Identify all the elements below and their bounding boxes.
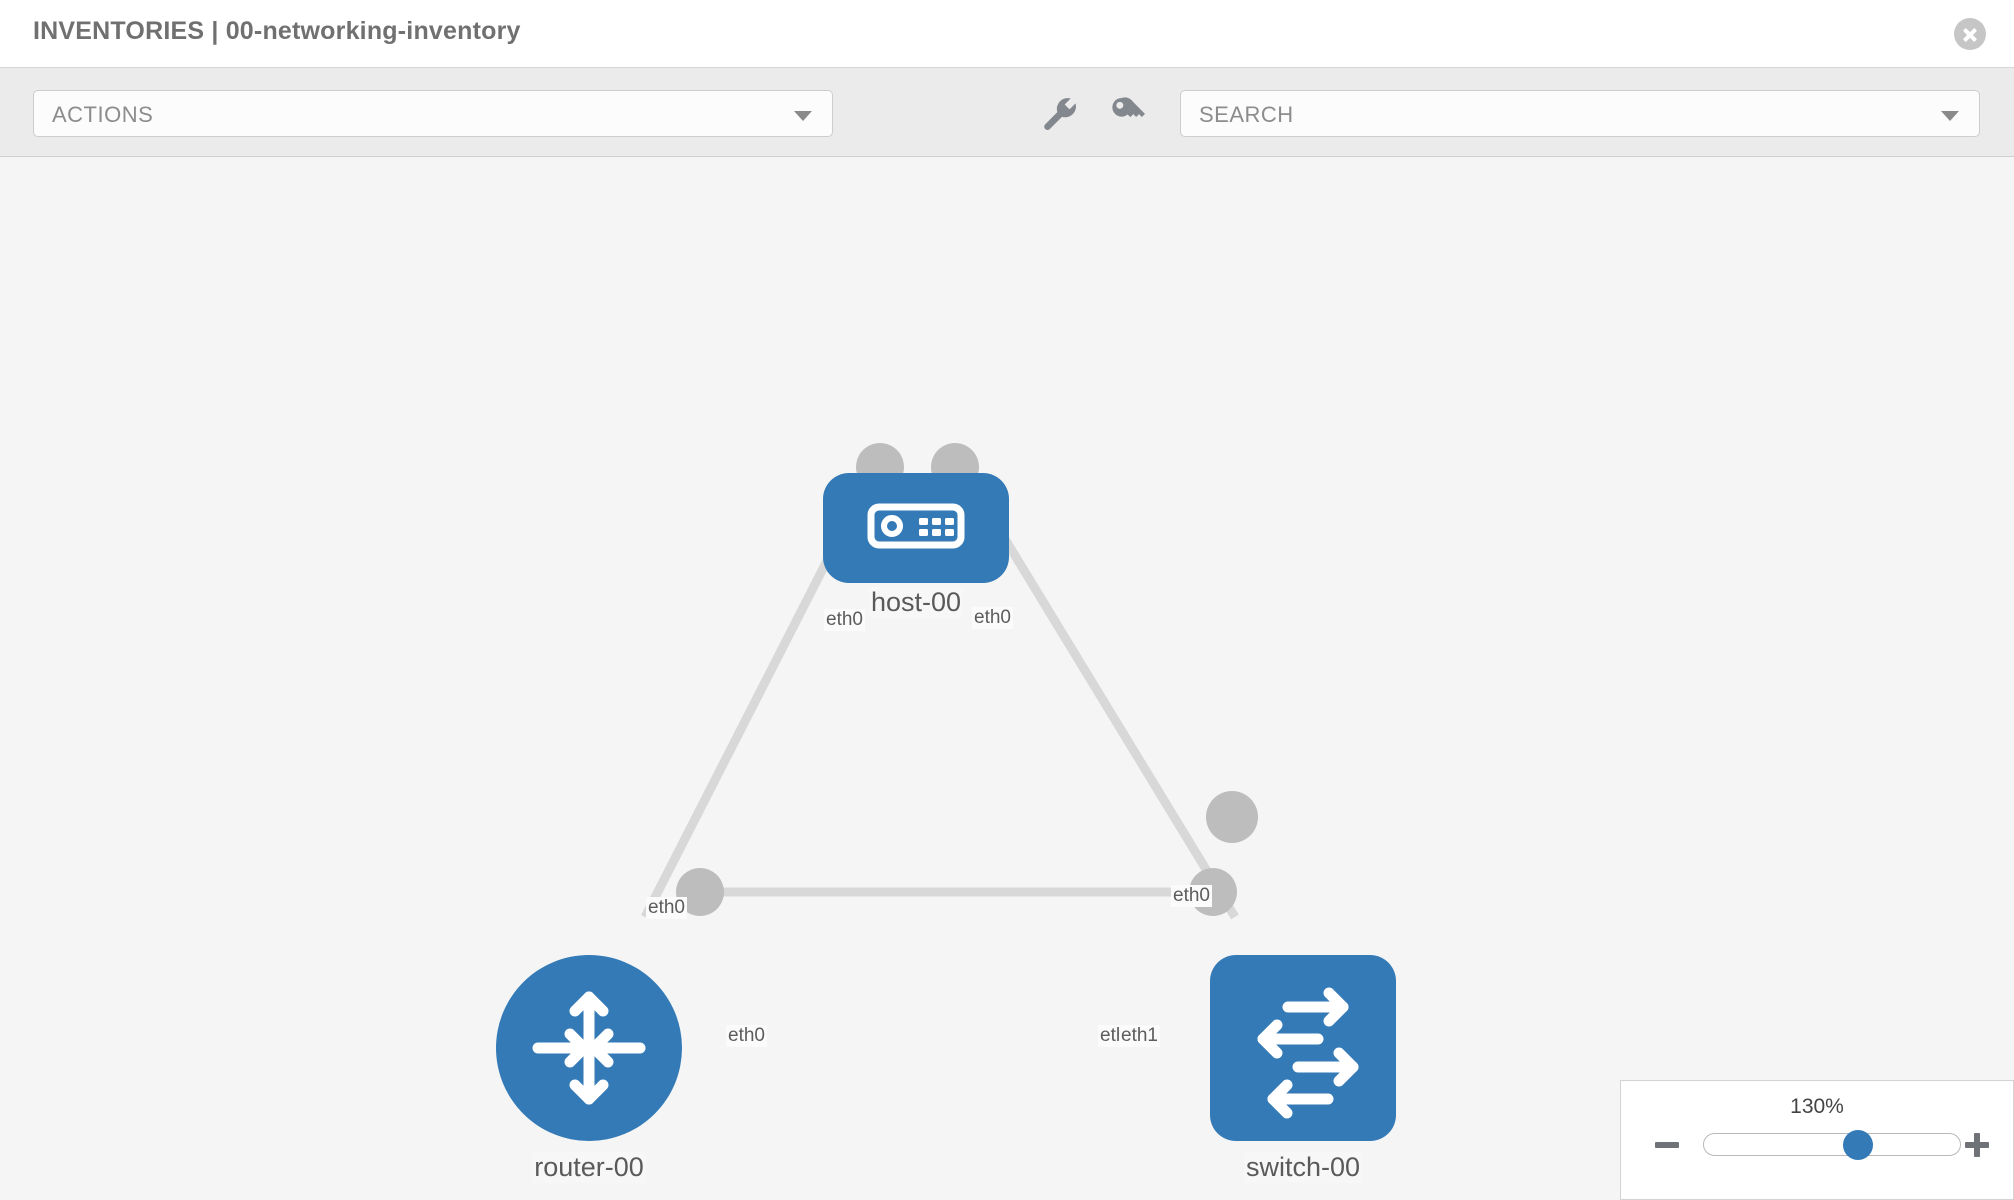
node-shape [823,473,1009,583]
edge-label-router-switch: eth0 [726,1025,767,1047]
node-label-host-00: host-00 [868,587,964,618]
chevron-down-icon [794,111,812,121]
wrench-icon[interactable] [1040,94,1080,134]
chevron-down-icon[interactable] [1941,111,1959,121]
zoom-slider[interactable] [1703,1129,1961,1160]
zoom-level-label: 130% [1790,1095,1844,1118]
actions-dropdown[interactable]: ACTIONS [33,90,833,137]
actions-dropdown-label: ACTIONS [52,102,154,127]
topology-canvas[interactable]: host-00 router-00 switch-00 eth0 eth0 et… [0,157,2014,1200]
edge-label-router-host: eth0 [646,897,687,919]
edge-label-host-switch: eth0 [972,607,1013,629]
zoom-slider-thumb[interactable] [1842,1129,1873,1160]
node-label-switch-00: switch-00 [1243,1152,1363,1183]
edge-label-switch-router-eth1: eth1 [1119,1025,1160,1047]
edge-label-host-router: eth0 [824,609,865,631]
topology-links-layer [640,443,1258,920]
minus-icon[interactable] [1653,1131,1681,1159]
node-host-00[interactable] [823,473,1009,583]
node-router-00[interactable] [496,955,682,1141]
server-icon [823,473,1009,583]
node-shape [1210,955,1396,1141]
node-label-router-00: router-00 [532,1152,646,1183]
zoom-control: 130% [1620,1080,2014,1200]
toolbar: ACTIONS SEARCH [0,68,2014,157]
plus-icon[interactable] [1963,1131,1991,1159]
search-input[interactable]: SEARCH [1180,90,1980,137]
page-title: INVENTORIES | 00-networking-inventory [33,17,521,45]
router-arrows-icon [496,955,682,1141]
edge-label-switch-host: eth0 [1171,885,1212,907]
key-icon[interactable] [1108,94,1148,134]
endpoint-knob [1206,791,1258,843]
search-placeholder: SEARCH [1199,102,1294,127]
page-header: INVENTORIES | 00-networking-inventory [0,0,2014,68]
endpoint-knob [676,868,724,916]
switch-arrows-icon [1210,955,1396,1141]
close-icon[interactable] [1954,18,1986,50]
node-switch-00[interactable] [1210,955,1396,1141]
